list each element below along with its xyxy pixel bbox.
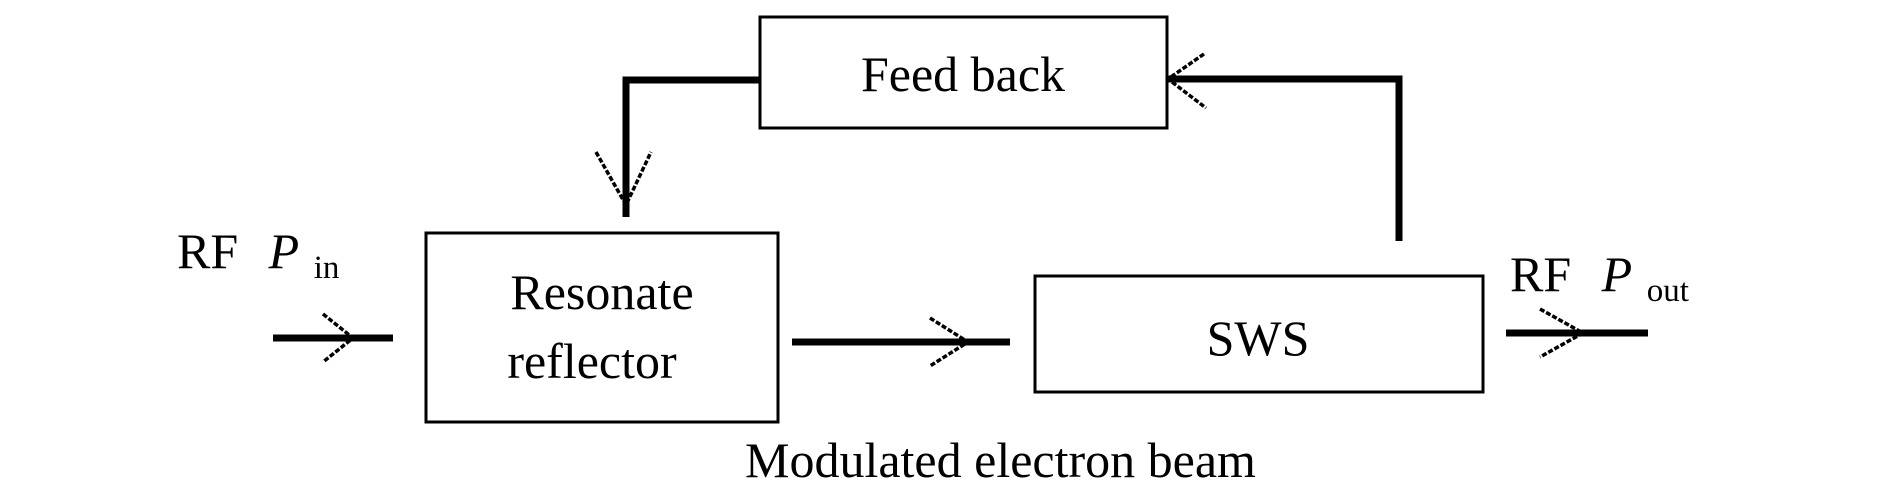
input-subscript: in	[314, 250, 340, 286]
resonator-label-line1: Resonate	[510, 264, 693, 320]
feedback-in-arrowhead-icon	[1165, 52, 1208, 110]
sws-label: SWS	[1207, 310, 1310, 366]
beam-label: Modulated electron beam	[745, 432, 1256, 488]
feedback-in-line	[1168, 75, 1403, 241]
sws-block: SWS	[1033, 274, 1485, 394]
sws-box	[1033, 274, 1485, 394]
feedback-label: Feed back	[861, 46, 1065, 102]
beam-arrowhead-icon	[929, 316, 972, 368]
output-signal-label: RF P out	[1510, 246, 1689, 309]
output-power-symbol: P	[1601, 246, 1633, 302]
input-arrow	[273, 312, 393, 364]
feedback-out-arrowhead-icon	[594, 151, 653, 209]
input-power-symbol: P	[268, 223, 300, 279]
output-rf-text: RF	[1510, 246, 1571, 302]
beam-arrow	[792, 316, 1010, 368]
output-subscript: out	[1647, 273, 1689, 309]
input-arrowhead-icon	[321, 312, 356, 364]
input-signal-label: RF P in	[177, 223, 339, 286]
output-arrowhead-icon	[1539, 307, 1587, 359]
feedback-box	[758, 15, 1169, 130]
resonator-label-line2: reflector	[507, 333, 677, 389]
feedback-out-path	[594, 76, 760, 217]
feedback-in-path	[1165, 52, 1403, 241]
output-arrow	[1506, 307, 1648, 359]
resonator-block: Resonate reflector	[424, 231, 780, 424]
feedback-block: Feed back	[758, 15, 1169, 130]
input-rf-text: RF	[177, 223, 238, 279]
feedback-out-line	[622, 76, 760, 217]
resonator-box	[424, 231, 780, 424]
